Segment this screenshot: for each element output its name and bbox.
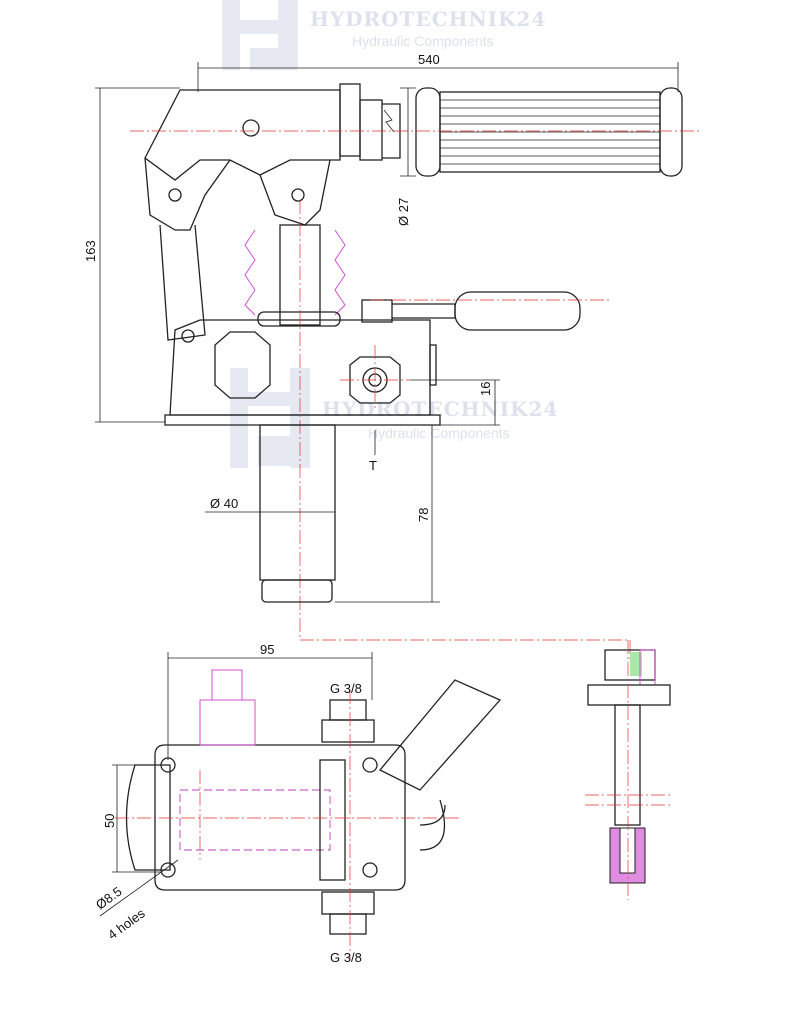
- dimension-label: 540: [418, 52, 440, 67]
- dimension-hole-spacing: 50: [102, 764, 160, 873]
- watermark-logo: [230, 368, 310, 468]
- dimension-overall-height: 163: [83, 87, 180, 423]
- dimension-label: 163: [83, 240, 98, 262]
- dimension-label: Ø8.5: [93, 884, 125, 913]
- handle-grip: [415, 87, 683, 177]
- dimension-overall-length: 540: [197, 52, 679, 92]
- dimension-label: 4 holes: [105, 905, 148, 942]
- dimension-label: 95: [260, 642, 274, 657]
- watermark-logo: [222, 0, 298, 70]
- watermark-middle: HYDROTECHNIK24 Hydraulic Components: [230, 368, 557, 468]
- watermark-brand: HYDROTECHNIK24: [310, 7, 546, 31]
- port-thread-top-label: G 3/8: [330, 681, 362, 696]
- dimension-port-height: 16: [410, 379, 500, 426]
- watermark-tagline: Hydraulic Components: [368, 425, 510, 441]
- dimension-base-length: 95: [167, 642, 373, 760]
- dimension-handle-diameter: Ø 27: [396, 87, 416, 226]
- dimension-label: 78: [416, 508, 431, 522]
- dimension-label: Ø 27: [396, 198, 411, 226]
- cylinder: [259, 424, 631, 660]
- tank-port-label: T: [369, 458, 377, 473]
- dimension-cylinder-depth: 78: [335, 425, 440, 603]
- dimension-label: 50: [102, 814, 117, 828]
- port-thread-bottom-label: G 3/8: [330, 950, 362, 965]
- dimension-cylinder-diameter: Ø 40: [205, 496, 335, 513]
- watermark-top: HYDROTECHNIK24 Hydraulic Components: [222, 0, 546, 70]
- section-detail: [585, 640, 672, 900]
- watermark-tagline: Hydraulic Components: [352, 33, 494, 49]
- dimension-label: Ø 40: [210, 496, 238, 511]
- top-view: [115, 669, 502, 960]
- dimension-label: 16: [478, 382, 493, 396]
